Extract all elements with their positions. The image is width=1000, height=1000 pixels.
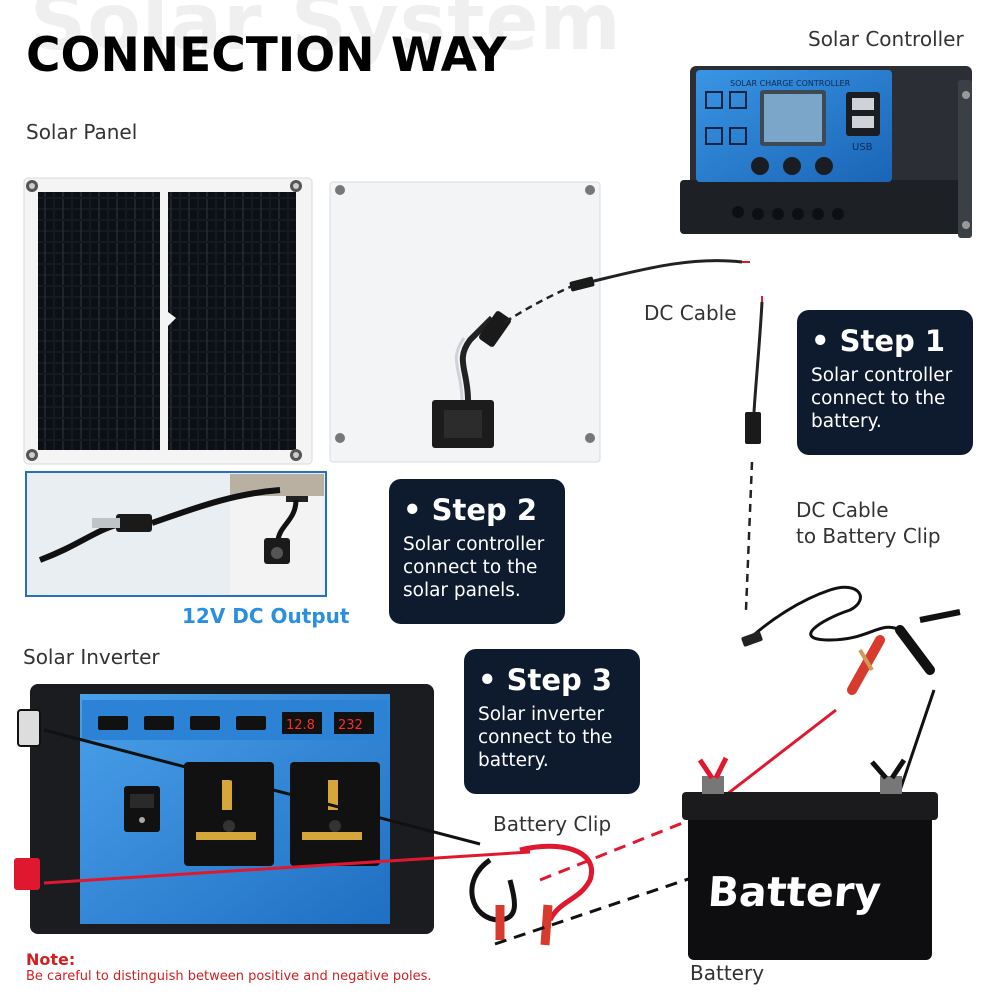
battery-unit (682, 756, 938, 960)
label-dc-cable-battery-line1: DC Cable (796, 498, 889, 522)
label-battery: Battery (690, 961, 765, 985)
dc-output-inset (25, 471, 327, 597)
controller-brand-text: SOLAR CHARGE CONTROLLER (730, 79, 851, 88)
step-1-card: • Step 1 Solar controller connect to the… (797, 310, 973, 455)
step-2-line1: Solar controller (403, 534, 545, 555)
controller-usb-text: USB (852, 142, 873, 153)
label-dc-cable-battery-line2: to Battery Clip (796, 524, 941, 548)
solar-charge-controller: SOLAR CHARGE CONTROLLER USB (680, 66, 972, 238)
step-3-title: • Step 3 (478, 663, 613, 697)
page-title: CONNECTION WAY (26, 28, 507, 83)
inverter-display-left: 12.8 (286, 718, 315, 733)
battery-clip-lower (469, 843, 595, 946)
step-1-line3: battery. (811, 411, 882, 432)
solar-panel-back (329, 181, 601, 463)
inverter-display-right: 232 (338, 718, 363, 733)
dc-output-label: 12V DC Output (182, 604, 350, 628)
battery-clip-cable-upper (741, 585, 961, 695)
step-2-title: • Step 2 (403, 493, 538, 527)
step-1-line1: Solar controller (811, 365, 953, 386)
label-solar-inverter: Solar Inverter (23, 645, 160, 669)
solar-panel-front (23, 177, 313, 465)
step-2-line2: connect to the (403, 557, 538, 578)
note-title: Note: (26, 950, 76, 969)
label-battery-clip: Battery Clip (493, 812, 612, 836)
step-3-line2: connect to the (478, 727, 613, 748)
dc-cable-controller-battery (744, 296, 764, 611)
solar-inverter: 12.8 232 (14, 684, 434, 934)
step-1-title: • Step 1 (811, 324, 946, 358)
watermark-text: Solar System (30, 0, 622, 68)
step-2-line3: solar panels. (403, 580, 521, 601)
battery-case-text: Battery (706, 868, 883, 916)
label-solar-controller: Solar Controller (808, 27, 964, 51)
note-body: Be careful to distinguish between positi… (26, 969, 432, 984)
step-1-line2: connect to the (811, 388, 946, 409)
step-2-card: • Step 2 Solar controller connect to the… (389, 479, 565, 624)
label-solar-panel: Solar Panel (26, 120, 138, 144)
step-3-line3: battery. (478, 750, 549, 771)
step-3-card: • Step 3 Solar inverter connect to the b… (464, 649, 640, 794)
label-dc-cable: DC Cable (644, 301, 737, 325)
step-3-line1: Solar inverter (478, 704, 605, 725)
dc-cable-panel-controller (569, 259, 750, 292)
